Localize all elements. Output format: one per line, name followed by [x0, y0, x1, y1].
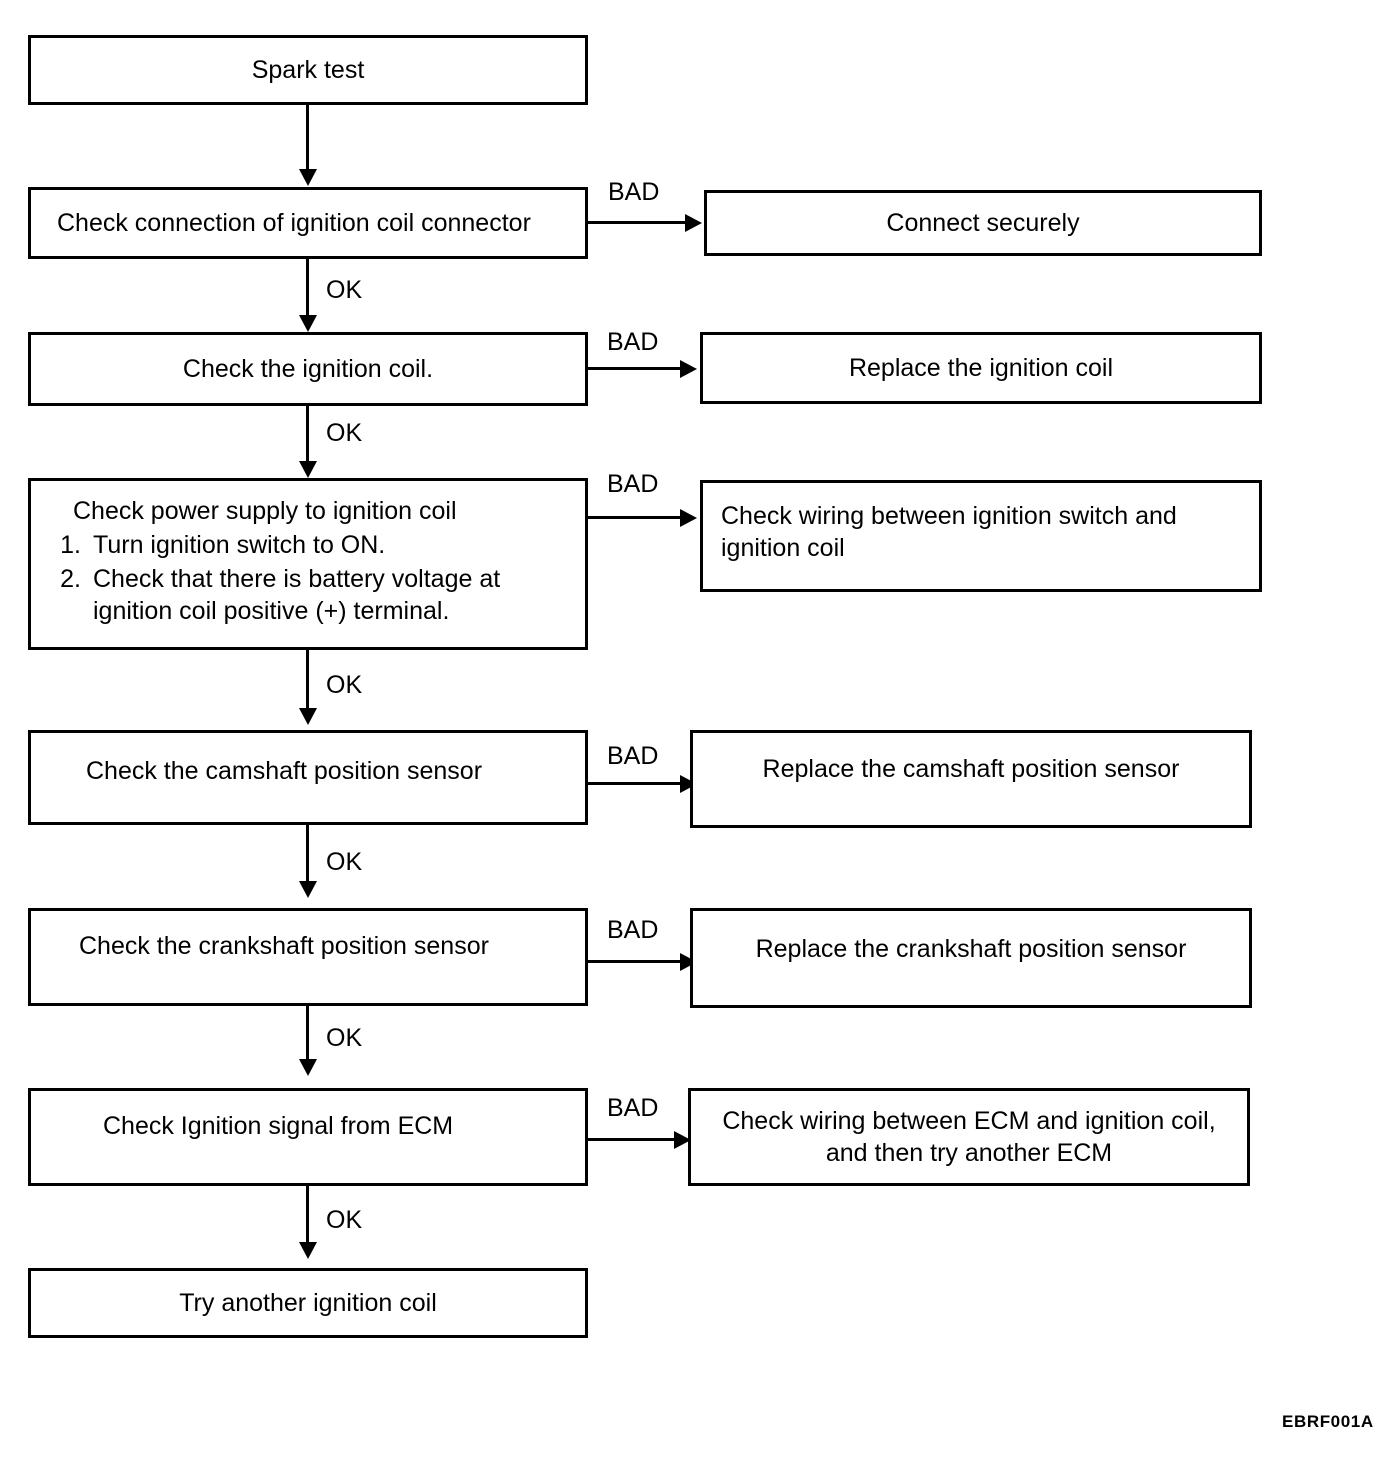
bad-branch-arrow-6	[674, 1131, 691, 1149]
ok-label-6: OK	[326, 1206, 363, 1234]
flow-connector-6	[306, 1006, 309, 1059]
bad-label-2: BAD	[607, 328, 659, 356]
node-check-crankshaft-sensor-label: Check the crankshaft position sensor	[79, 932, 489, 960]
figure-code: EBRF001A	[1282, 1412, 1374, 1431]
bad-label-5: BAD	[607, 916, 659, 944]
bad-branch-line-1	[588, 221, 685, 224]
action-replace-crankshaft-sensor: Replace the crankshaft position sensor	[690, 908, 1252, 1008]
flow-arrow-3	[299, 461, 317, 478]
bad-label-6: BAD	[607, 1094, 659, 1122]
action-replace-camshaft-sensor-label: Replace the camshaft position sensor	[762, 755, 1180, 783]
node-check-power-supply: Check power supply to ignition coil 1. T…	[28, 478, 588, 650]
node-check-crankshaft-sensor: Check the crankshaft position sensor	[28, 908, 588, 1006]
flow-connector-3	[306, 406, 309, 461]
ok-label-3: OK	[326, 671, 363, 699]
action-check-wiring-ecm-line2: and then try another ECM	[825, 1139, 1113, 1167]
bad-branch-arrow-1	[685, 214, 702, 232]
flow-connector-4	[306, 650, 309, 708]
action-connect-securely-label: Connect securely	[886, 209, 1080, 237]
power-supply-substeps: 1. Turn ignition switch to ON. 2. Check …	[47, 529, 569, 627]
flow-arrow-1	[299, 169, 317, 186]
node-check-ignition-coil-label: Check the ignition coil.	[182, 355, 434, 383]
node-check-power-supply-title: Check power supply to ignition coil	[73, 497, 457, 525]
flow-arrow-4	[299, 708, 317, 725]
substep-1-text: Turn ignition switch to ON.	[93, 531, 386, 559]
flow-arrow-6	[299, 1059, 317, 1076]
ok-label-4: OK	[326, 848, 363, 876]
node-try-another-coil: Try another ignition coil	[28, 1268, 588, 1338]
bad-label-1: BAD	[608, 178, 660, 206]
ok-label-2: OK	[326, 419, 363, 447]
action-replace-camshaft-sensor: Replace the camshaft position sensor	[690, 730, 1252, 828]
substep-1: 1. Turn ignition switch to ON.	[47, 529, 569, 561]
flow-connector-5	[306, 825, 309, 881]
substep-1-number: 1.	[60, 531, 81, 559]
action-replace-ignition-coil-label: Replace the ignition coil	[848, 354, 1114, 382]
action-replace-ignition-coil: Replace the ignition coil	[700, 332, 1262, 404]
substep-2-text: Check that there is battery voltage at i…	[93, 565, 501, 625]
flow-arrow-5	[299, 881, 317, 898]
bad-branch-line-2	[588, 367, 680, 370]
bad-branch-line-6	[588, 1138, 674, 1141]
substep-2: 2. Check that there is battery voltage a…	[47, 563, 569, 627]
bad-branch-arrow-2	[680, 360, 697, 378]
action-check-wiring-ecm-line1: Check wiring between ECM and ignition co…	[722, 1107, 1216, 1135]
bad-branch-line-3	[588, 516, 680, 519]
flow-connector-1	[306, 105, 309, 169]
node-try-another-coil-label: Try another ignition coil	[179, 1289, 437, 1317]
ok-label-5: OK	[326, 1024, 363, 1052]
bad-label-3: BAD	[607, 470, 659, 498]
node-check-camshaft-sensor: Check the camshaft position sensor	[28, 730, 588, 825]
ok-label-1: OK	[326, 276, 363, 304]
node-check-camshaft-sensor-label: Check the camshaft position sensor	[86, 756, 483, 785]
bad-branch-arrow-3	[680, 509, 697, 527]
bad-branch-line-4	[588, 782, 680, 785]
flow-arrow-7	[299, 1242, 317, 1259]
node-check-connector: Check connection of ignition coil connec…	[28, 187, 588, 259]
flow-connector-7	[306, 1186, 309, 1242]
bad-branch-line-5	[588, 960, 680, 963]
node-check-connector-label: Check connection of ignition coil connec…	[57, 209, 531, 237]
bad-label-4: BAD	[607, 742, 659, 770]
node-spark-test-label: Spark test	[251, 56, 365, 84]
node-check-ignition-signal-ecm-label: Check Ignition signal from ECM	[103, 1112, 454, 1140]
node-check-ignition-signal-ecm: Check Ignition signal from ECM	[28, 1088, 588, 1186]
action-check-wiring-ecm: Check wiring between ECM and ignition co…	[688, 1088, 1250, 1186]
flow-connector-2	[306, 259, 309, 315]
action-check-wiring-ignition-switch-label: Check wiring between ignition switch and…	[721, 502, 1177, 562]
action-replace-crankshaft-sensor-label: Replace the crankshaft position sensor	[755, 935, 1187, 963]
substep-2-number: 2.	[60, 565, 81, 593]
node-check-ignition-coil: Check the ignition coil.	[28, 332, 588, 406]
action-connect-securely: Connect securely	[704, 190, 1262, 256]
flow-arrow-2	[299, 315, 317, 332]
action-check-wiring-ignition-switch: Check wiring between ignition switch and…	[700, 480, 1262, 592]
node-spark-test: Spark test	[28, 35, 588, 105]
